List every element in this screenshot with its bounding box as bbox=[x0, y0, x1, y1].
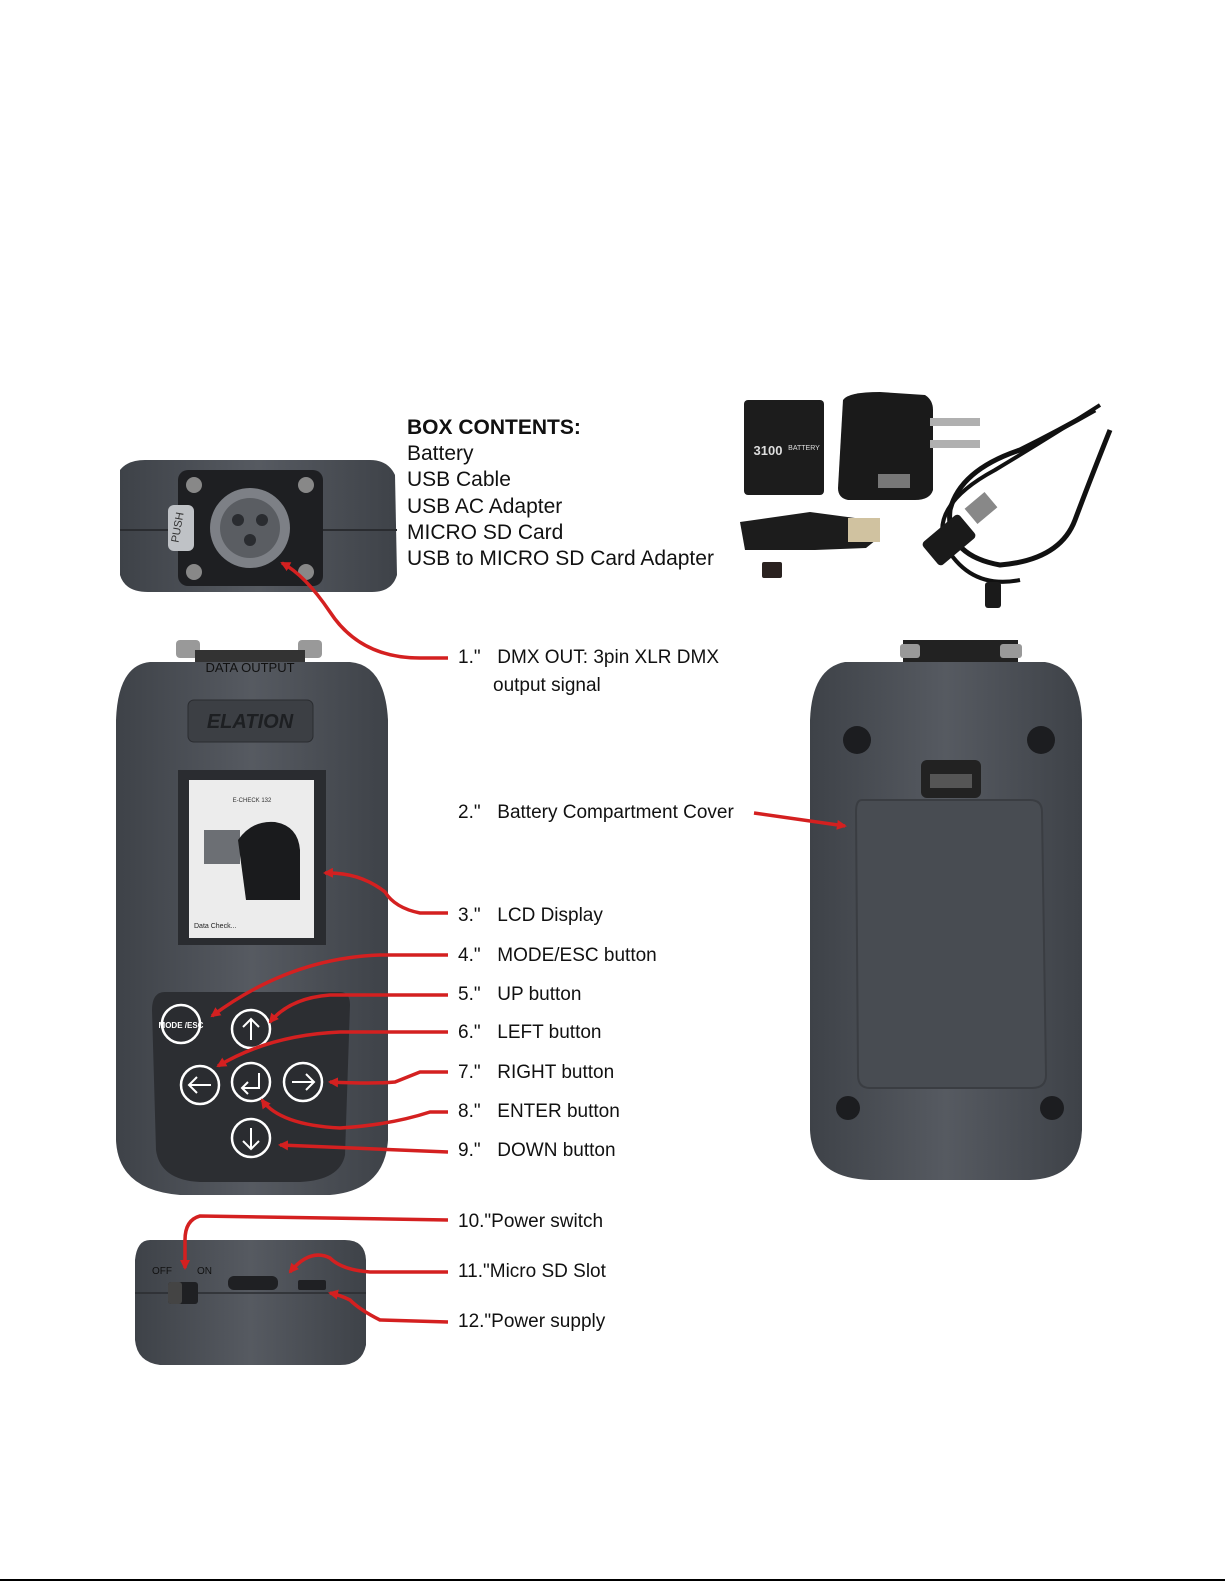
callout-9: 9." DOWN button bbox=[458, 1140, 616, 1162]
device-back-view bbox=[810, 640, 1082, 1180]
enter-button bbox=[232, 1063, 270, 1101]
box-item-usb-sd-adapter: USB to MICRO SD Card Adapter bbox=[407, 546, 714, 572]
callout-1-line2: output signal bbox=[493, 675, 601, 697]
callout-4-number: 4." bbox=[458, 945, 492, 967]
callout-9-text: DOWN button bbox=[497, 1140, 615, 1161]
box-item-usb-cable: USB Cable bbox=[407, 467, 511, 493]
callout-6-number: 6." bbox=[458, 1022, 492, 1044]
callout-5: 5." UP button bbox=[458, 984, 581, 1006]
callout-2-number: 2." bbox=[458, 802, 492, 824]
callout-2-text: Battery Compartment Cover bbox=[497, 802, 734, 823]
micro-sd-slot bbox=[228, 1276, 278, 1290]
callout-11-number: 11." bbox=[458, 1261, 490, 1282]
callout-7-number: 7." bbox=[458, 1062, 492, 1084]
off-label: OFF bbox=[152, 1266, 172, 1277]
callout-7-text: RIGHT button bbox=[497, 1062, 614, 1083]
on-label: ON bbox=[197, 1266, 212, 1277]
callout-8-number: 8." bbox=[458, 1101, 492, 1123]
page-bottom-rule bbox=[0, 1579, 1225, 1581]
callout-1-text: DMX OUT: 3pin XLR DMX bbox=[497, 647, 719, 668]
callout-1-number: 1." bbox=[458, 647, 492, 669]
data-output-label: DATA OUTPUT bbox=[205, 660, 294, 675]
callout-11-text: Micro SD Slot bbox=[490, 1261, 606, 1282]
callout-7: 7." RIGHT button bbox=[458, 1062, 614, 1084]
power-supply-port bbox=[298, 1280, 326, 1290]
callout-4-text: MODE/ESC button bbox=[497, 945, 656, 966]
callout-5-number: 5." bbox=[458, 984, 492, 1006]
battery-compartment-cover bbox=[856, 800, 1046, 1088]
callout-6: 6." LEFT button bbox=[458, 1022, 602, 1044]
box-contents-photo: 3100 BATTERY bbox=[740, 392, 1110, 608]
callout-12-text: Power supply bbox=[491, 1311, 605, 1332]
callout-5-text: UP button bbox=[497, 984, 581, 1005]
callout-3: 3." LCD Display bbox=[458, 905, 603, 927]
callout-6-text: LEFT button bbox=[497, 1022, 601, 1043]
callout-1: 1." DMX OUT: 3pin XLR DMX bbox=[458, 647, 719, 669]
brand-logo: ELATION bbox=[207, 711, 294, 733]
lcd-status: Data Check... bbox=[194, 923, 236, 930]
box-item-usb-ac-adapter: USB AC Adapter bbox=[407, 494, 562, 520]
callout-12: 12."Power supply bbox=[458, 1311, 605, 1333]
callout-8-text: ENTER button bbox=[497, 1101, 620, 1122]
callout-12-number: 12." bbox=[458, 1311, 491, 1332]
callout-8: 8." ENTER button bbox=[458, 1101, 620, 1123]
battery-label: BATTERY bbox=[788, 445, 820, 452]
battery-brand: 3100 bbox=[754, 443, 783, 458]
xlr-top-view: PUSH bbox=[120, 460, 397, 592]
usb-cable-photo bbox=[950, 410, 1110, 565]
mode-esc-label: MODE /ESC bbox=[159, 1021, 204, 1030]
lcd-title: E-CHECK 132 bbox=[233, 798, 272, 804]
callout-4: 4." MODE/ESC button bbox=[458, 945, 657, 967]
callout-3-number: 3." bbox=[458, 905, 492, 927]
box-item-battery: Battery bbox=[407, 441, 474, 467]
callout-11: 11."Micro SD Slot bbox=[458, 1261, 606, 1283]
callout-10-number: 10." bbox=[458, 1211, 491, 1232]
box-item-micro-sd-card: MICRO SD Card bbox=[407, 520, 563, 546]
callout-10: 10."Power switch bbox=[458, 1211, 603, 1233]
callout-2: 2." Battery Compartment Cover bbox=[458, 802, 734, 824]
callout-3-text: LCD Display bbox=[497, 905, 603, 926]
callout-9-number: 9." bbox=[458, 1140, 492, 1162]
micro-sd-card-photo bbox=[762, 562, 782, 578]
device-front-view: DATA OUTPUT ELATION E-CHECK 132 Data Che… bbox=[116, 640, 388, 1195]
box-contents-title: BOX CONTENTS: bbox=[407, 416, 581, 440]
callout-10-text: Power switch bbox=[491, 1211, 603, 1232]
